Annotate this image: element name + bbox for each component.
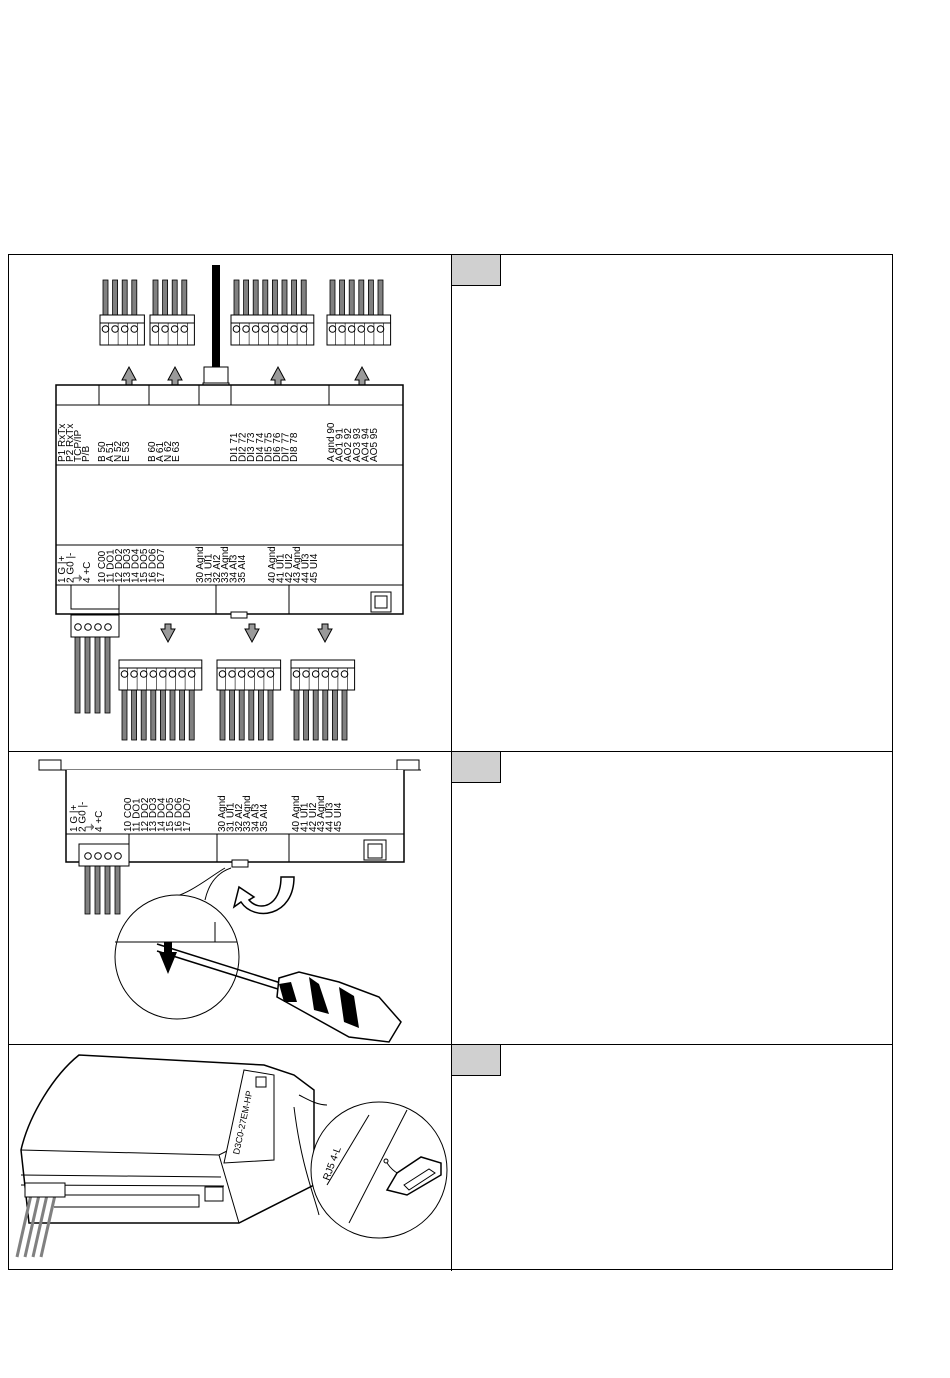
port1-e: E 53	[121, 441, 132, 462]
port2-b: B 60	[147, 441, 158, 462]
step-number-box	[452, 255, 501, 286]
do-label-0: 10 C00	[97, 550, 108, 583]
label-illustration: D3C0-27EM-HP RJ5 4-L	[9, 1045, 452, 1271]
instruction-table: P1 RxTx P2 RxTx TCP/IP P/B B 50 A 51 N 5…	[8, 254, 893, 1271]
ao-label-3: AO3 93	[352, 428, 363, 462]
p2-do-label-4: 14 DO4	[157, 797, 168, 832]
p2-ui-label-0: 40 Agnd	[291, 795, 302, 832]
di-label-4: DI5 75	[263, 432, 274, 462]
ui-label-5: 45 UI4	[309, 553, 320, 583]
ui-label-3: 43 Agnd	[292, 546, 303, 583]
terminal-layout-illustration: P1 RxTx P2 RxTx TCP/IP P/B B 50 A 51 N 5…	[9, 255, 452, 751]
ai-label-3: 33 Agnd	[220, 546, 231, 583]
di-label-5: DI6 76	[272, 432, 283, 462]
p2-ui-label-2: 42 UI2	[308, 802, 319, 832]
do-label-4: 14 DO4	[131, 548, 142, 583]
di-label-3: DI4 74	[255, 432, 266, 462]
port2-n: N 62	[163, 440, 174, 462]
p2-do-label-6: 16 DO6	[173, 797, 184, 832]
p2-do-label-7: 17 DO7	[182, 797, 193, 832]
do-label-7: 17 DO7	[156, 548, 167, 583]
ui-label-4: 44 UI3	[301, 553, 312, 583]
top-connector-ao	[326, 279, 392, 346]
step-number-box	[452, 1045, 501, 1076]
controller-terminal-diagram: P1 RxTx P2 RxTx TCP/IP P/B B 50 A 51 N 5…	[55, 265, 404, 741]
ui-label-0: 40 Agnd	[267, 546, 278, 583]
p2-do-label-5: 15 DO5	[165, 797, 176, 832]
step-3-description	[452, 1045, 892, 1271]
p2-ai-label-1: 31 UI1	[225, 802, 236, 832]
ao-label-1: AO1 91	[335, 428, 346, 462]
do-label-3: 13 DO3	[122, 548, 133, 583]
ports-label-3: TCP/IP	[73, 429, 84, 462]
bottom-connector-ui	[290, 659, 356, 741]
ai-label-5: 35 AI4	[237, 554, 248, 583]
ao-label-5: AO5 95	[369, 428, 380, 462]
p2-ai-label-0: 30 Agnd	[217, 795, 228, 832]
p2-do-label-3: 13 DO3	[148, 797, 159, 832]
top-connector-port1	[99, 279, 145, 346]
port1-a: A 51	[105, 442, 116, 462]
p2-ui-label-3: 43 Agnd	[316, 795, 327, 832]
step-row-3: D3C0-27EM-HP RJ5 4-L	[9, 1045, 892, 1271]
di-label-2: DI3 73	[246, 432, 257, 462]
step-2-description	[452, 752, 892, 1044]
ai-label-2: 32 AI2	[212, 554, 223, 583]
port2-e: E 63	[171, 441, 182, 462]
di-label-0: DI1 71	[229, 432, 240, 462]
ports-label-2: P2 RxTx	[65, 424, 76, 462]
p2-ai-label-5: 35 AI4	[259, 803, 270, 832]
power-label-2: ⏚	[73, 573, 85, 583]
ports-label-4: P/B	[81, 446, 92, 462]
ao-label-0: A gnd 90	[326, 422, 337, 462]
power-label-0: 1 G |+	[57, 556, 68, 583]
do-label-5: 15 DO5	[139, 548, 150, 583]
p2-ui-label-5: 45 UI4	[333, 802, 344, 832]
p2-do-label-0: 10 CO0	[123, 797, 134, 832]
ai-label-0: 30 Agnd	[195, 546, 206, 583]
do-label-1: 11 DO1	[105, 549, 116, 583]
port1-n: N 52	[113, 440, 124, 462]
p2-do-label-2: 12 DO2	[140, 797, 151, 832]
top-connector-di	[230, 279, 315, 346]
device-label-diagram: D3C0-27EM-HP RJ5 4-L	[15, 1054, 448, 1258]
p2-ui-label-1: 41 UI1	[299, 802, 310, 832]
ao-label-2: AO2 92	[343, 428, 354, 462]
di-label-6: DI7 77	[281, 432, 292, 462]
bottom-connector-ai	[216, 659, 282, 741]
ai-label-4: 34 AI3	[229, 554, 240, 583]
ui-label-2: 42 UI2	[284, 553, 295, 583]
p2-ai-label-3: 33 Agnd	[242, 795, 253, 832]
di-label-1: DI2 72	[238, 432, 249, 462]
do-label-2: 12 DO2	[114, 548, 125, 583]
ao-label-4: AO4 94	[360, 428, 371, 462]
port1-b: B 50	[97, 441, 108, 462]
p2-ai-label-4: 34 AI3	[251, 803, 262, 832]
p2-do-label-1: 11 DO1	[131, 798, 142, 832]
p2-power-label-3: 4 +C	[94, 811, 105, 832]
top-connector-port2	[149, 279, 195, 346]
ui-label-1: 41 UI1	[275, 553, 286, 583]
port2-a: A 61	[155, 442, 166, 462]
step-1-description	[452, 255, 892, 751]
p2-power-label-0: 1 G |+	[69, 805, 80, 832]
di-label-7: DI8 78	[289, 432, 300, 462]
power-label-3: 4 +C	[82, 562, 93, 583]
power-label-1: 2 G0 |-	[65, 553, 76, 583]
do-label-6: 16 DO6	[147, 548, 158, 583]
p2-ui-label-4: 44 UI3	[325, 802, 336, 832]
p2-ai-label-2: 32 AI2	[234, 803, 245, 832]
ai-label-1: 31 UI1	[203, 553, 214, 583]
step-number-box	[452, 752, 501, 783]
step-row-1: P1 RxTx P2 RxTx TCP/IP P/B B 50 A 51 N 5…	[9, 255, 892, 752]
p2-power-label-1: 2 G0 |-	[77, 802, 88, 832]
bottom-connector-do	[118, 659, 203, 741]
ports-label-1: P1 RxTx	[57, 424, 68, 462]
p2-power-label-2: ⏚	[85, 822, 97, 832]
